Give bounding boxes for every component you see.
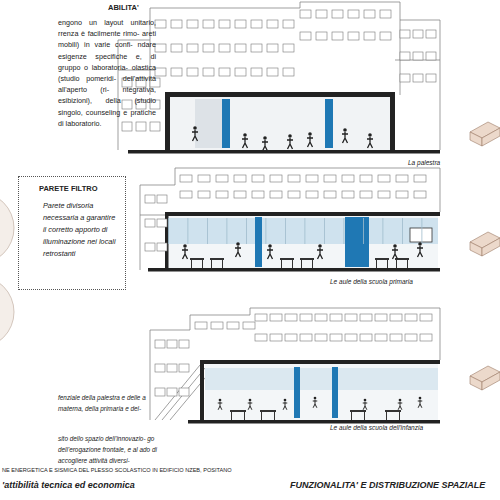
box-body: Parete divisoria necessaria a garantire … xyxy=(43,200,119,260)
note-box: PARETE FILTRO Parete divisoria necessaria… xyxy=(18,176,126,290)
box-heading: PARETE FILTRO xyxy=(39,183,119,194)
project-subtitle: 'attibilità tecnica ed economica xyxy=(2,479,135,493)
project-footer: NE ENERGETICA E SISMICA DEL PLESSO SCOLA… xyxy=(2,466,282,474)
drawing-caption: La palestra xyxy=(408,158,440,168)
board-title: FUNZIONALITA' E DISTRIBUZIONE SPAZIALE xyxy=(290,479,485,493)
note-paragraph: sito dello spazio dell'innovazio- go del… xyxy=(58,433,158,466)
section-heading: ABILITA' xyxy=(108,2,139,13)
note-paragraph: fenziale della palestra e delle a matern… xyxy=(58,392,158,414)
intro-paragraph: engono un layout unitario, rrenza è faci… xyxy=(58,17,156,129)
drawing-caption: Le aule della scuola primaria xyxy=(330,277,413,287)
drawing-caption: Le aule della scuola dell'infanzia xyxy=(330,423,423,433)
